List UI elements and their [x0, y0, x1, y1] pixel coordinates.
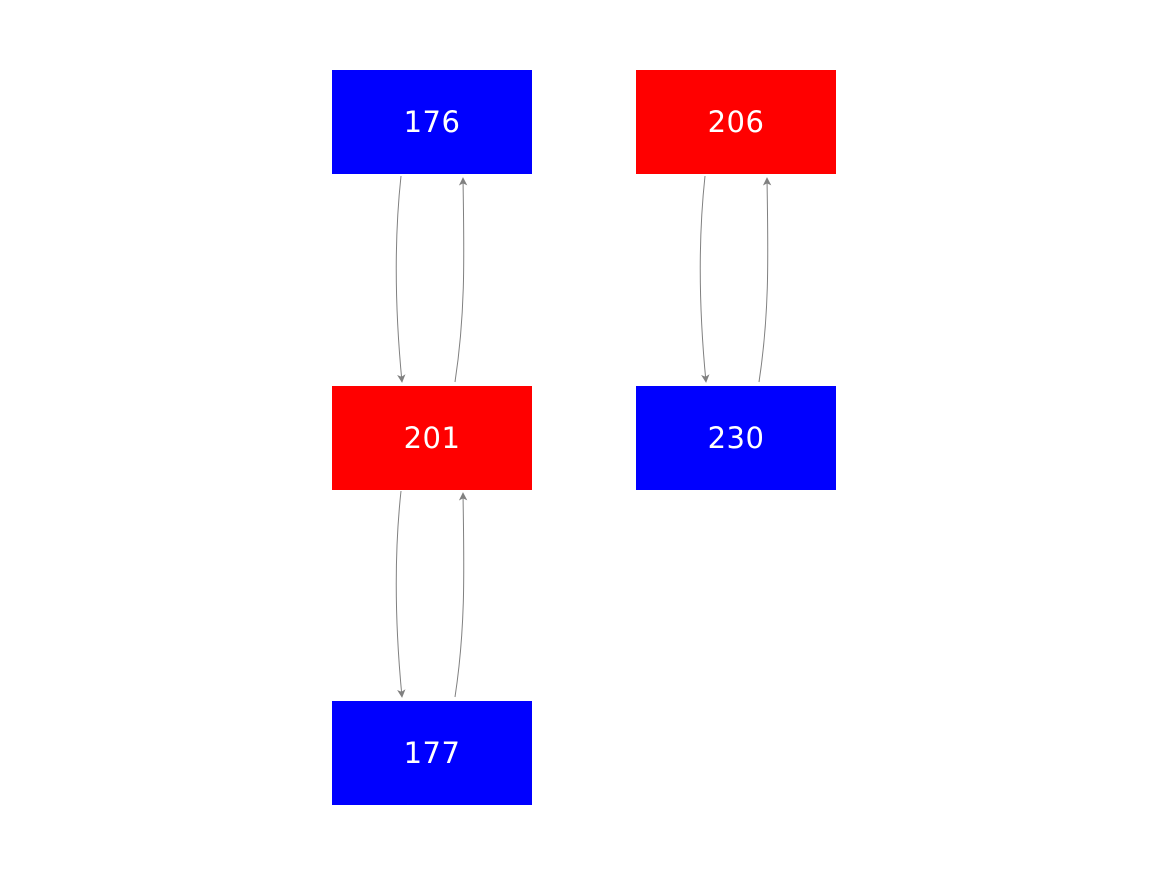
graph-edge: [395, 175, 406, 383]
graph-edge: [699, 175, 710, 383]
node-label: 176: [403, 104, 461, 139]
graph-node-206[interactable]: 206: [636, 70, 836, 174]
node-label: 230: [707, 420, 765, 455]
node-label: 206: [707, 104, 765, 139]
graph-node-177[interactable]: 177: [332, 701, 532, 805]
graph-node-201[interactable]: 201: [332, 386, 532, 490]
graph-node-176[interactable]: 176: [332, 70, 532, 174]
graph-edge: [395, 490, 406, 698]
graph-node-230[interactable]: 230: [636, 386, 836, 490]
graph-edge: [454, 177, 468, 383]
node-label: 177: [403, 735, 461, 770]
graph-edge: [454, 492, 468, 698]
graph-edge: [758, 177, 772, 383]
node-label: 201: [403, 420, 461, 455]
edges-group: [395, 175, 772, 698]
